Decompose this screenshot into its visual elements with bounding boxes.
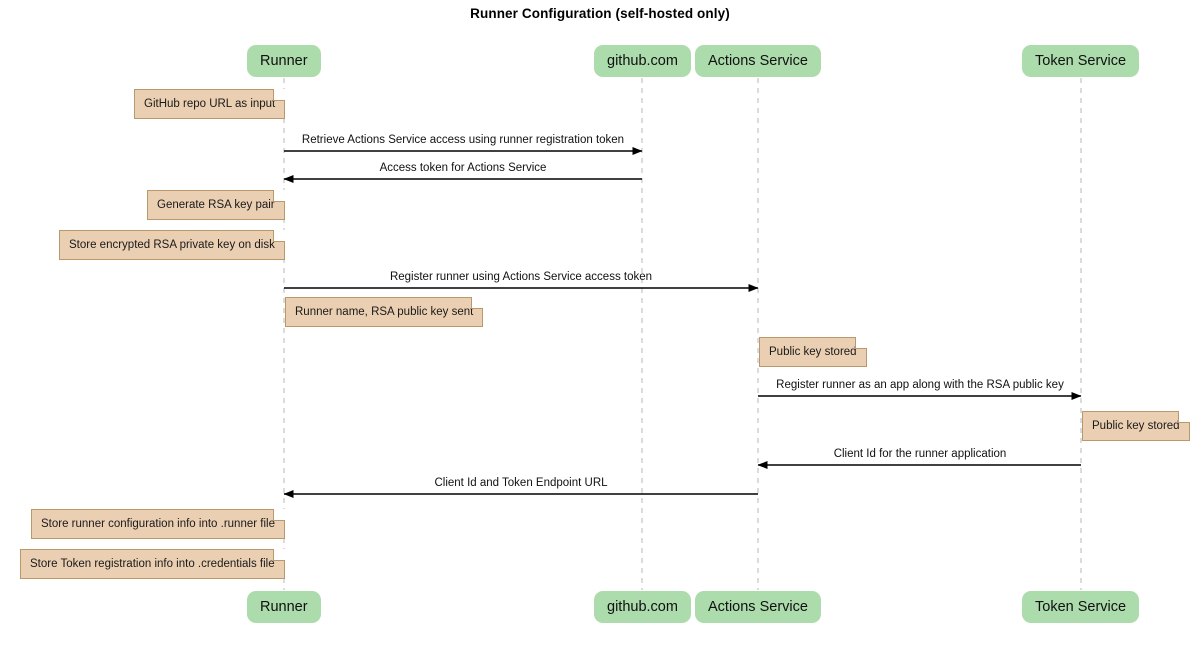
msg-client-id-label: Client Id for the runner application <box>833 448 1007 460</box>
participant-actions-bottom[interactable]: Actions Service <box>695 591 821 623</box>
participant-token-top[interactable]: Token Service <box>1022 45 1140 77</box>
msg-register-runner-label: Register runner using Actions Service ac… <box>389 271 653 283</box>
note-text: Store Token registration info into .cred… <box>30 558 275 570</box>
note-fold-corner-icon <box>272 230 285 242</box>
note-public-key-actions: Public key stored <box>759 337 867 367</box>
note-fold-corner-icon <box>272 190 285 202</box>
note-generate-rsa: Generate RSA key pair <box>147 190 285 220</box>
note-public-key-token: Public key stored <box>1082 411 1190 441</box>
note-fold-corner-icon <box>1177 411 1190 423</box>
note-store-runner-file: Store runner configuration info into .ru… <box>31 509 285 539</box>
msg-client-id-token-url-label: Client Id and Token Endpoint URL <box>434 477 608 489</box>
note-runner-name: Runner name, RSA public key sent <box>285 297 484 327</box>
participant-token-bottom[interactable]: Token Service <box>1022 591 1140 623</box>
note-text: Public key stored <box>769 346 857 358</box>
note-text: Store runner configuration info into .ru… <box>41 518 275 530</box>
msg-register-app-label: Register runner as an app along with the… <box>776 379 1064 391</box>
note-store-private-key: Store encrypted RSA private key on disk <box>59 230 285 260</box>
note-text: Generate RSA key pair <box>157 199 275 211</box>
participant-actions-top[interactable]: Actions Service <box>695 45 821 77</box>
note-text: Public key stored <box>1092 420 1180 432</box>
page-title: Runner Configuration (self-hosted only) <box>470 6 730 21</box>
participant-github-bottom[interactable]: github.com <box>594 591 691 623</box>
msg-retrieve-access-label: Retrieve Actions Service access using ru… <box>301 134 625 146</box>
participant-runner-top[interactable]: Runner <box>247 45 321 77</box>
msg-access-token-label: Access token for Actions Service <box>379 162 547 174</box>
note-store-credentials-file: Store Token registration info into .cred… <box>20 549 285 579</box>
lifelines <box>283 78 1082 590</box>
note-fold-corner-icon <box>272 509 285 521</box>
message-arrows <box>283 147 1082 498</box>
note-fold-corner-icon <box>273 89 286 101</box>
note-repo-url: GitHub repo URL as input <box>134 89 286 119</box>
participant-runner-bottom[interactable]: Runner <box>247 591 321 623</box>
note-fold-corner-icon <box>272 549 285 561</box>
note-text: GitHub repo URL as input <box>144 98 276 110</box>
note-text: Store encrypted RSA private key on disk <box>69 239 275 251</box>
note-text: Runner name, RSA public key sent <box>295 306 474 318</box>
participant-github-top[interactable]: github.com <box>594 45 691 77</box>
note-fold-corner-icon <box>471 297 484 309</box>
note-fold-corner-icon <box>854 337 867 349</box>
